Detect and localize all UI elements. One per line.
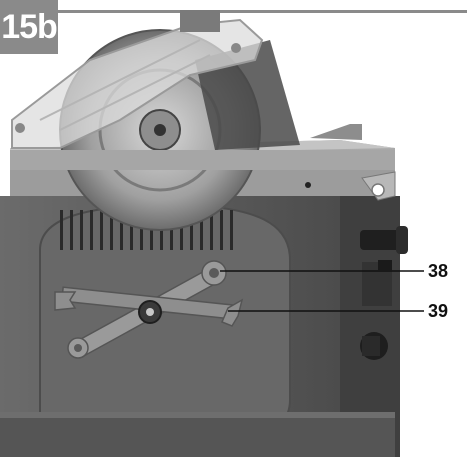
rotary-knob-icon: [360, 260, 392, 360]
callout-38: 38: [428, 261, 449, 281]
handwheel-icon: [360, 226, 408, 254]
callout-39: 39: [428, 301, 449, 321]
figure-label: 15b: [0, 0, 58, 54]
blade-guard-icon: [11, 10, 264, 149]
